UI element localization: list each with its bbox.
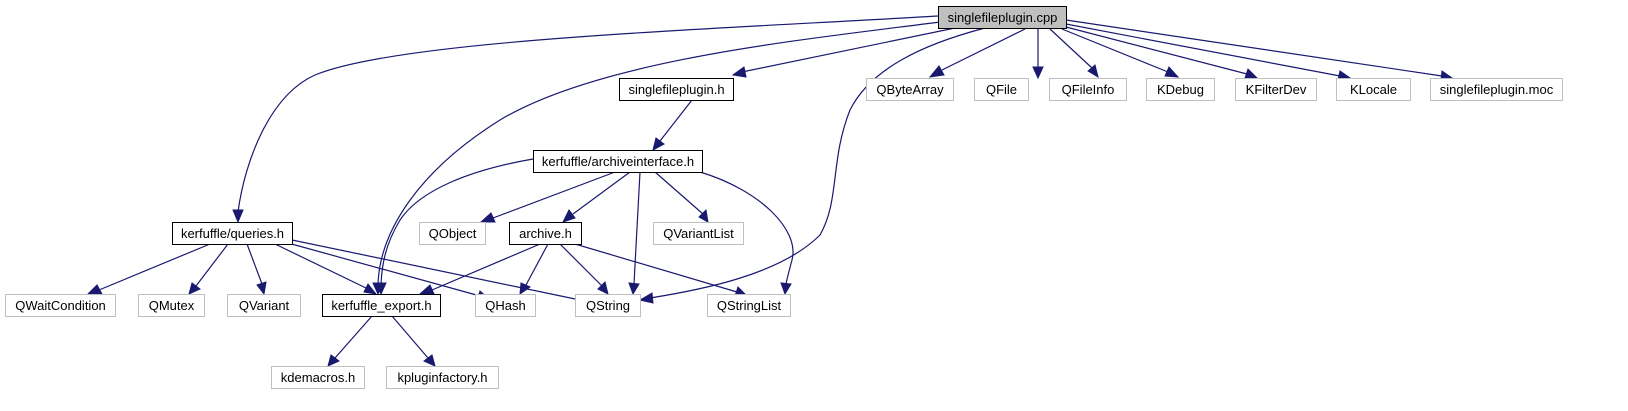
- node-label: singlefileplugin.moc: [1439, 82, 1554, 97]
- edge-archiveinterface-to-qobject: [479, 171, 616, 223]
- node-label: singlefileplugin.h: [628, 82, 725, 97]
- node-queries-h[interactable]: kerfuffle/queries.h: [172, 222, 293, 245]
- edge-queries-to-qhash: [287, 242, 492, 301]
- arrowhead: [1164, 66, 1180, 78]
- node-kfilterdev: KFilterDev: [1235, 78, 1317, 101]
- edge-cpp-to-qbytearray: [928, 28, 1026, 78]
- node-label: kerfuffle/queries.h: [180, 226, 285, 241]
- edge-cpp-to-moc: [1065, 19, 1454, 81]
- node-singlefileplugin-h[interactable]: singlefileplugin.h: [619, 78, 734, 101]
- arrowhead: [375, 282, 387, 296]
- arrowhead: [1244, 68, 1259, 79]
- node-qfileinfo: QFileInfo: [1049, 78, 1127, 101]
- edge-cpp-to-singlefileplugin-h: [731, 27, 956, 78]
- node-label: QWaitCondition: [15, 298, 106, 313]
- node-archive-h[interactable]: archive.h: [509, 222, 582, 245]
- edge-archiveinterface-to-qvariantlist: [654, 171, 709, 223]
- node-singlefileplugin-moc: singlefileplugin.moc: [1430, 78, 1563, 101]
- arrowhead: [597, 281, 609, 295]
- edge-cpp-to-qfileinfo: [1049, 28, 1099, 79]
- edge-cpp-to-qstring: [638, 27, 986, 304]
- edge-kerfuffle-export-to-kpluginfactory: [391, 315, 436, 367]
- node-label: KFilterDev: [1245, 82, 1307, 97]
- arrowhead: [562, 209, 576, 223]
- node-label: QMutex: [148, 298, 195, 313]
- arrowhead: [519, 282, 532, 296]
- edge-cpp-to-kdebug: [1061, 28, 1180, 78]
- node-label: QStringList: [716, 298, 782, 313]
- arrowhead: [188, 282, 201, 295]
- node-qwaitcondition: QWaitCondition: [5, 294, 116, 317]
- node-qbytearray: QByteArray: [866, 78, 954, 101]
- arrowhead: [86, 284, 103, 295]
- edge-archiveinterface-to-archive-h: [562, 171, 631, 223]
- node-label: QByteArray: [876, 82, 944, 97]
- node-label: QFileInfo: [1061, 82, 1115, 97]
- arrowhead: [363, 283, 378, 295]
- node-kpluginfactory-h: kpluginfactory.h: [386, 366, 499, 389]
- arrowhead: [418, 284, 435, 295]
- node-qstringlist: QStringList: [707, 294, 791, 317]
- node-qvariantlist: QVariantList: [653, 222, 744, 245]
- node-qmutex: QMutex: [138, 294, 205, 317]
- edge-archiveinterface-to-qstring: [628, 171, 641, 296]
- node-label: QString: [585, 298, 631, 313]
- edge-cpp-to-qfile: [1032, 29, 1044, 80]
- arrowhead: [652, 137, 665, 151]
- node-label: kpluginfactory.h: [397, 370, 488, 385]
- node-qvariant: QVariant: [227, 294, 301, 317]
- node-label: QFile: [985, 82, 1018, 97]
- arrowhead: [479, 212, 496, 223]
- arrowhead: [1032, 66, 1044, 80]
- node-qstring: QString: [575, 294, 641, 317]
- node-kerfuffle-export-h[interactable]: kerfuffle_export.h: [322, 294, 441, 317]
- node-qobject: QObject: [419, 222, 486, 245]
- arrowhead: [780, 282, 792, 296]
- node-label: QVariant: [238, 298, 290, 313]
- node-kdemacros-h: kdemacros.h: [271, 366, 365, 389]
- node-klocale: KLocale: [1336, 78, 1411, 101]
- arrowhead: [928, 65, 945, 78]
- arrowhead: [256, 281, 267, 296]
- arrowhead: [628, 282, 640, 296]
- node-singlefileplugin-cpp: singlefileplugin.cpp: [938, 6, 1067, 29]
- node-label: KDebug: [1157, 82, 1204, 97]
- node-label: QObject: [428, 226, 477, 241]
- edge-cpp-to-klocale: [1065, 23, 1352, 81]
- node-archiveinterface-h[interactable]: kerfuffle/archiveinterface.h: [533, 150, 703, 173]
- node-label: QVariantList: [663, 226, 734, 241]
- edge-archive-to-qstring: [559, 243, 609, 295]
- node-label: QHash: [485, 298, 526, 313]
- edge-queries-to-qvariant: [246, 243, 267, 296]
- edge-kerfuffle-export-to-kdemacros: [327, 315, 373, 367]
- node-label: archive.h: [519, 226, 572, 241]
- arrowhead: [327, 354, 340, 367]
- arrowhead: [638, 292, 654, 304]
- arrowhead: [698, 208, 709, 223]
- edge-archiveinterface-to-kerfuffle-export: [375, 158, 534, 296]
- edge-queries-to-kerfuffle-export: [274, 243, 378, 295]
- node-label: KLocale: [1350, 82, 1397, 97]
- edge-sfp-h-to-archiveinterface: [652, 99, 693, 151]
- node-label: kerfuffle/archiveinterface.h: [541, 154, 695, 169]
- edge-queries-to-qmutex: [188, 243, 229, 295]
- node-label: kdemacros.h: [280, 370, 356, 385]
- node-qfile: QFile: [974, 78, 1029, 101]
- node-qhash: QHash: [475, 294, 536, 317]
- arrowhead: [423, 354, 436, 367]
- arrowhead: [731, 66, 747, 78]
- arrowhead: [1087, 64, 1099, 79]
- arrowhead: [232, 209, 244, 224]
- node-label: kerfuffle_export.h: [331, 298, 432, 313]
- node-label: singlefileplugin.cpp: [947, 10, 1058, 25]
- node-kdebug: KDebug: [1146, 78, 1215, 101]
- edge-cpp-to-queries: [232, 15, 939, 224]
- edge-archive-to-qhash: [519, 243, 549, 296]
- edge-archiveinterface-to-qstringlist: [699, 171, 794, 296]
